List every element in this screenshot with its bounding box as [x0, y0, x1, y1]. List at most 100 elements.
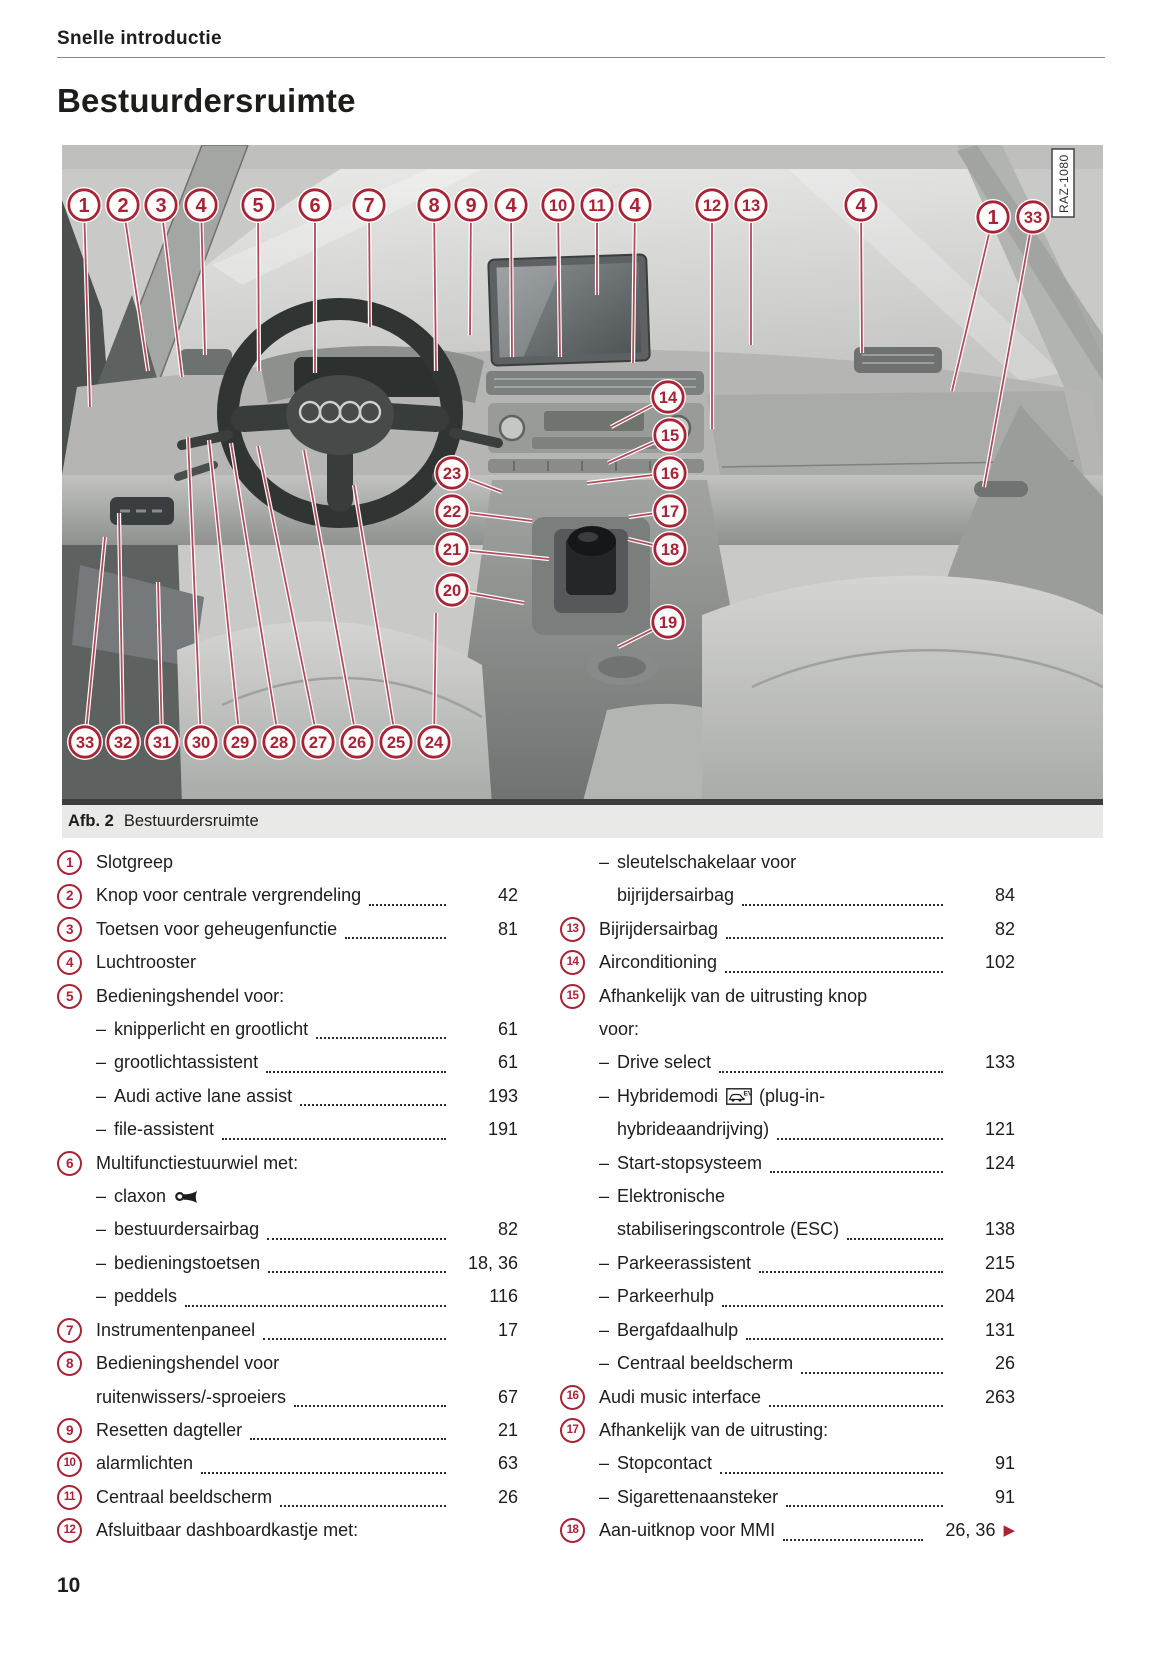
callout-circle — [454, 188, 488, 222]
cruise-stalk — [174, 461, 218, 481]
legend-row: –Elektronische — [560, 1180, 1015, 1213]
callout-circle — [106, 188, 140, 222]
legend-label: Knop voor centrale vergrendeling — [96, 885, 362, 906]
sub-item-dash: – — [96, 1019, 107, 1040]
leader-line — [187, 436, 202, 727]
callout-circle — [435, 456, 469, 490]
callout-circle — [68, 725, 102, 759]
callout-number: 4 — [629, 195, 641, 217]
dot-leader — [720, 1471, 943, 1474]
steering-wheel — [217, 298, 463, 528]
leader-line — [628, 512, 655, 518]
sub-item-dash: – — [96, 1085, 107, 1106]
page-reference: 121 — [984, 1119, 1015, 1140]
callout-number: 25 — [387, 734, 405, 752]
legend-label: voor: — [599, 1019, 640, 1040]
dot-leader — [725, 970, 943, 973]
dot-leader — [769, 1404, 943, 1407]
legend-label: Bijrijdersairbag — [599, 918, 719, 939]
item-number-badge: 3 — [57, 917, 82, 943]
center-air-vents — [486, 371, 704, 395]
figure-caption-label: Afb. 2 — [68, 812, 114, 830]
callout-circle — [340, 725, 374, 759]
legend-label: bestuurdersairbag — [114, 1219, 260, 1240]
callout-number: 10 — [549, 197, 567, 215]
callout-number: 11 — [588, 197, 605, 215]
callout-circle — [352, 188, 386, 222]
dot-leader — [201, 1471, 446, 1474]
sub-item-dash: – — [599, 1152, 610, 1173]
callout-number: 4 — [505, 195, 517, 217]
page-reference: 204 — [984, 1286, 1015, 1307]
ev-hybrid-mode-icon: EV — [726, 1088, 752, 1105]
callout-number: 33 — [76, 734, 94, 752]
legend-label: Drive select — [617, 1052, 712, 1073]
continuation-arrow-icon: ▶ — [1003, 1521, 1015, 1540]
callout-circle — [844, 188, 878, 222]
callout-circle — [106, 725, 140, 759]
sub-item-dash: – — [599, 1319, 610, 1340]
leader-line — [433, 612, 437, 727]
item-number-badge: 16 — [560, 1384, 585, 1410]
callout-number: 28 — [270, 734, 288, 752]
legend-label: Afhankelijk van de uitrusting: — [599, 1419, 829, 1440]
page-reference: 116 — [489, 1286, 518, 1307]
item-number-badge: 12 — [57, 1518, 82, 1544]
legend-label: sleutelschakelaar voor — [617, 852, 797, 872]
callout-circle — [494, 188, 528, 222]
right-door-handle — [974, 481, 1028, 497]
callout-number: 20 — [443, 582, 461, 600]
button-dividers — [513, 461, 681, 471]
leader-line — [433, 220, 437, 372]
item-number-badge: 4 — [57, 950, 82, 976]
callout-number: 3 — [155, 195, 166, 217]
right-air-vent — [854, 347, 942, 373]
leader-line — [586, 474, 655, 484]
item-number-badge: 8 — [57, 1351, 82, 1377]
dot-leader — [280, 1505, 446, 1508]
dot-leader — [345, 937, 446, 940]
callout-number: 16 — [661, 465, 679, 483]
legend-label: Resetten dagteller — [96, 1419, 243, 1440]
audi-rings-logo — [298, 400, 382, 424]
legend-row: hybrideaandrijving) 121 — [560, 1113, 1015, 1146]
leader-line — [467, 512, 533, 522]
sub-item-dash: – — [599, 1353, 610, 1374]
legend-label: Sigarettenaansteker — [617, 1486, 779, 1507]
page-reference: 82 — [497, 1219, 518, 1240]
leader-line — [951, 232, 991, 392]
callout-circle — [223, 725, 257, 759]
horn-icon — [175, 1190, 198, 1203]
item-number-badge: 9 — [57, 1418, 82, 1444]
callout-number: 31 — [153, 734, 171, 752]
legend-label: file-assistent — [114, 1119, 215, 1140]
sub-item-dash: – — [599, 1453, 610, 1474]
legend-label: hybrideaandrijving) — [617, 1119, 770, 1140]
legend-label: Stopcontact — [617, 1453, 713, 1474]
sub-item-dash: – — [599, 1085, 610, 1106]
leader-line — [467, 591, 525, 604]
callout-number: 22 — [443, 503, 461, 521]
header-divider — [57, 57, 1105, 58]
legend-label: ruitenwissers/-sproeiers — [96, 1386, 287, 1407]
callout-circle — [541, 188, 575, 222]
legend-label: Start-stopsysteem — [617, 1152, 763, 1173]
page-reference: 124 — [984, 1152, 1015, 1173]
leader-line — [607, 440, 656, 464]
leader-line — [303, 449, 356, 727]
page-reference: 138 — [984, 1219, 1015, 1240]
